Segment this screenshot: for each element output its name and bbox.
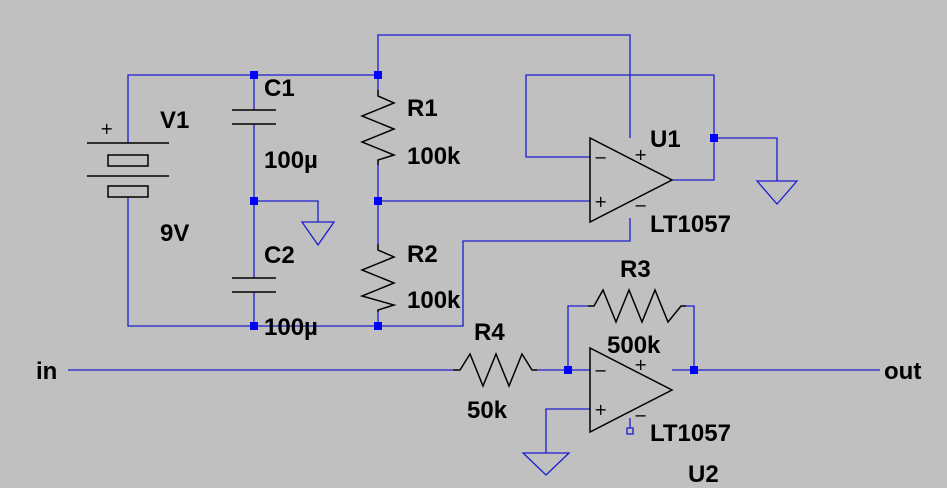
ground-symbol-u2 bbox=[521, 452, 571, 476]
label-v1-name: V1 bbox=[160, 107, 189, 134]
junction-dot bbox=[250, 197, 258, 205]
label-u2-model: LT1057 bbox=[650, 420, 731, 447]
battery-plus-sign: + bbox=[100, 119, 113, 138]
resistor-r1 bbox=[360, 90, 397, 165]
junction-dot bbox=[710, 134, 718, 142]
label-c2-name: C2 bbox=[264, 242, 295, 269]
junction-dot bbox=[374, 71, 382, 79]
label-r3-name: R3 bbox=[620, 256, 651, 283]
label-r1-value: 100k bbox=[407, 143, 461, 170]
opamp-u2-body bbox=[589, 346, 674, 434]
label-r1-name: R1 bbox=[407, 95, 438, 122]
junction-dot bbox=[250, 322, 258, 330]
opamp-u1: − + + − bbox=[589, 136, 674, 224]
opamp-u2: − + + − bbox=[589, 346, 674, 435]
label-u2-name: U2 bbox=[688, 461, 719, 488]
u2-vplus-pin: + bbox=[634, 355, 647, 374]
wire-top-rail bbox=[127, 74, 378, 120]
net-label-out: out bbox=[884, 358, 921, 385]
battery-cell-2 bbox=[107, 185, 149, 198]
u1-inv-pin: − bbox=[594, 148, 607, 167]
wire-u2-plus-ground bbox=[545, 408, 590, 453]
resistor-r2 bbox=[359, 244, 397, 312]
battery-v1: + bbox=[87, 119, 169, 198]
ground-symbol-u1 bbox=[755, 180, 799, 205]
u1-vminus-pin: − bbox=[634, 196, 647, 215]
label-r2-value: 100k bbox=[407, 287, 461, 314]
capacitor-c2 bbox=[232, 277, 276, 293]
label-r2-name: R2 bbox=[407, 241, 438, 268]
resistor-r4 bbox=[453, 352, 537, 388]
u2-inv-pin: − bbox=[594, 361, 607, 380]
junction-dot bbox=[250, 71, 258, 79]
u2-vminus-pin: − bbox=[634, 406, 647, 425]
battery-cell-1 bbox=[107, 154, 149, 167]
label-u1-name: U1 bbox=[650, 126, 681, 153]
wires bbox=[68, 34, 880, 453]
u2-noninv-pin: + bbox=[594, 400, 607, 419]
wire-mid-ground bbox=[254, 200, 319, 222]
wire-r3-left bbox=[567, 305, 588, 370]
resistor-r3 bbox=[588, 288, 686, 324]
wire-u1-ground bbox=[714, 137, 778, 181]
label-c1-value: 100µ bbox=[264, 147, 318, 174]
junction-dot bbox=[374, 322, 382, 330]
label-r3-value: 500k bbox=[607, 332, 661, 359]
net-label-in: in bbox=[36, 358, 57, 385]
junction-dot bbox=[374, 197, 382, 205]
label-v1-value: 9V bbox=[160, 220, 189, 247]
wire-u1-feedback bbox=[525, 74, 715, 181]
u1-vplus-pin: + bbox=[634, 145, 647, 164]
wire-bottom-rail bbox=[127, 197, 631, 327]
ground-symbol-mid bbox=[300, 221, 336, 247]
wire-r1-to-u1-supply bbox=[377, 34, 631, 138]
u1-noninv-pin: + bbox=[594, 192, 607, 211]
junction-dot bbox=[690, 366, 698, 374]
labels: V1 9V C1 100µ C2 100µ R1 100k R2 100k R3… bbox=[36, 75, 921, 488]
junction-dot bbox=[564, 366, 572, 374]
capacitor-c1 bbox=[232, 109, 276, 125]
label-u1-model: LT1057 bbox=[650, 211, 731, 238]
wire-r3-right bbox=[686, 305, 695, 370]
junctions bbox=[250, 71, 718, 374]
label-r4-name: R4 bbox=[474, 319, 505, 346]
opamp-u1-body bbox=[589, 136, 674, 224]
label-c2-value: 100µ bbox=[264, 314, 318, 341]
label-c1-name: C1 bbox=[264, 75, 295, 102]
label-r4-value: 50k bbox=[467, 397, 508, 424]
u2-pin-square bbox=[626, 427, 634, 435]
